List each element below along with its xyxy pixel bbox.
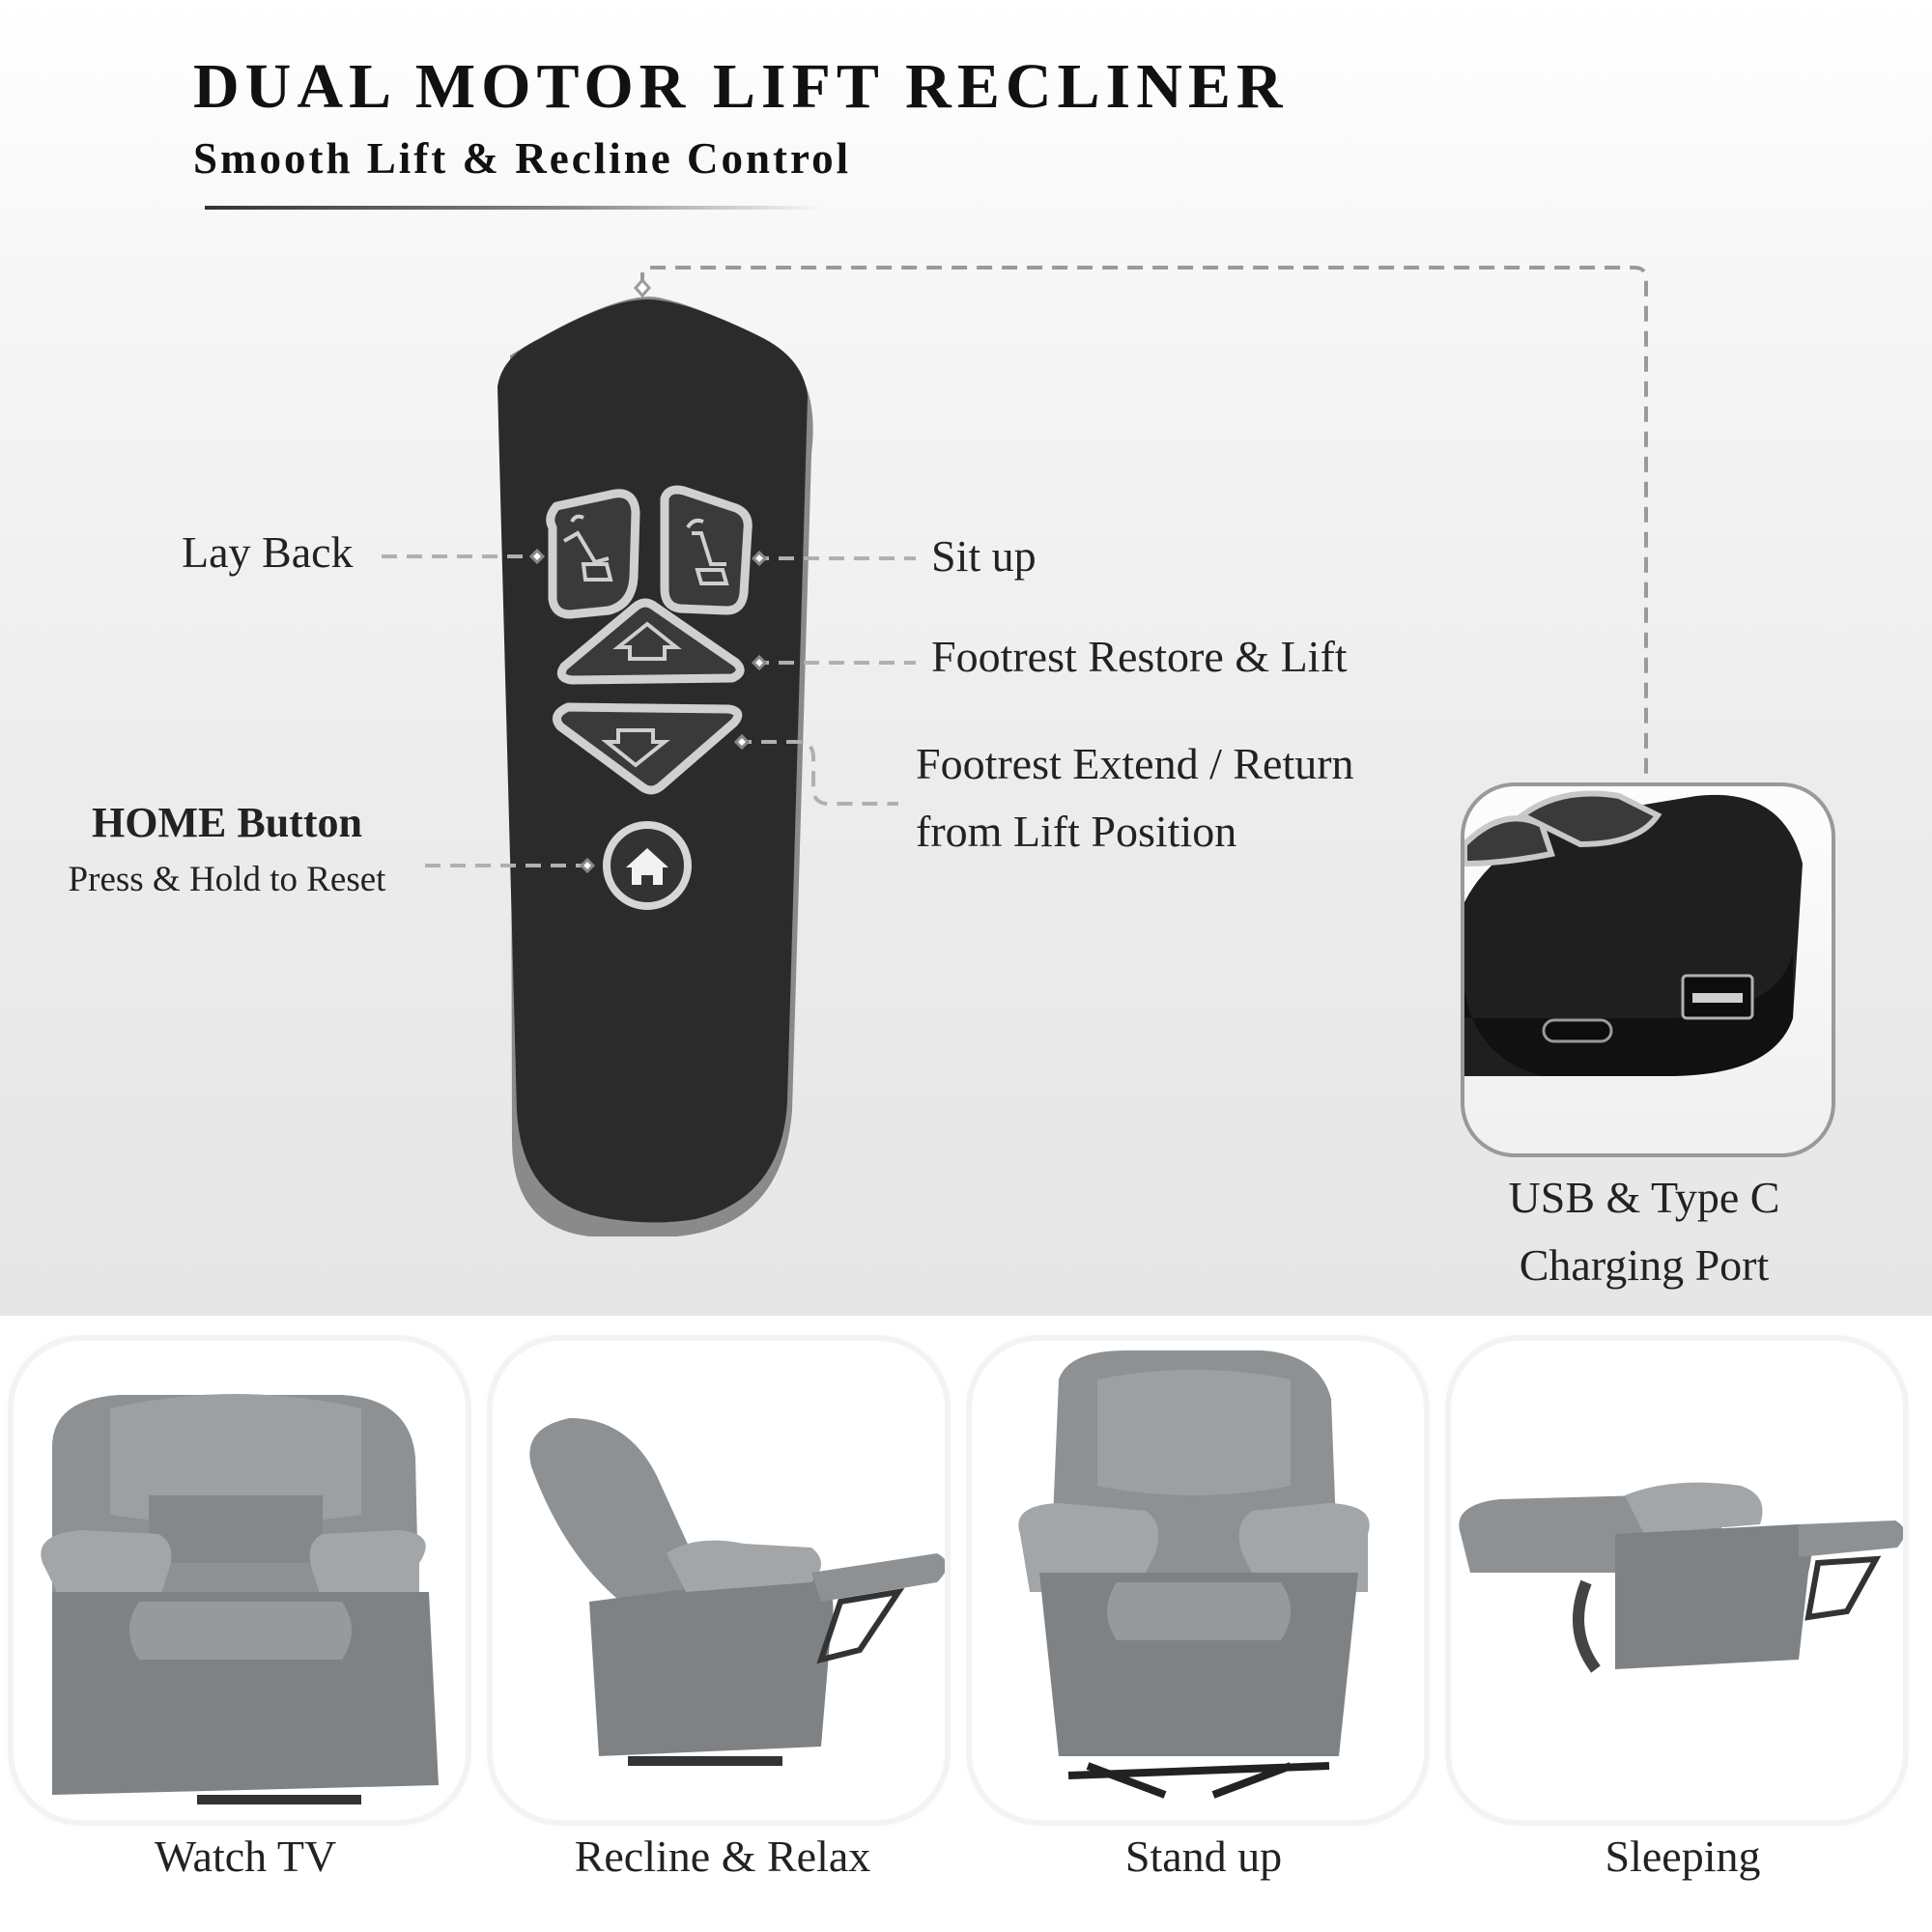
mode-card-sleeping — [1451, 1341, 1903, 1820]
title-divider — [205, 206, 823, 210]
sit-up-button — [660, 485, 753, 615]
mode-card-stand-up — [972, 1341, 1424, 1820]
footrest-extend-line2: from Lift Position — [916, 807, 1237, 856]
usb-c-port — [1542, 1018, 1613, 1043]
charging-caption-line1: USB & Type C — [1508, 1173, 1780, 1222]
usb-connector-line — [640, 266, 1648, 782]
page-subtitle: Smooth Lift & Recline Control — [193, 134, 852, 183]
lay-back-button — [546, 489, 640, 619]
chair-recline-image — [529, 1418, 945, 1766]
mode-caption-stand-up: Stand up — [1124, 1832, 1283, 1881]
mode-card-watch-tv — [14, 1341, 466, 1820]
sit-up-label: Sit up — [931, 531, 1037, 581]
chair-upright-image — [41, 1394, 439, 1804]
charging-port-caption: USB & Type C Charging Port — [1449, 1164, 1839, 1299]
footrest-extend-leader — [736, 740, 898, 806]
footrest-lift-button — [556, 598, 745, 685]
mode-caption-recline: Recline & Relax — [574, 1832, 871, 1881]
page-title: DUAL MOTOR LIFT RECLINER — [193, 51, 1289, 122]
sit-up-icon — [686, 518, 729, 585]
home-icon — [626, 848, 668, 885]
footrest-extend-label: Footrest Extend / Return from Lift Posit… — [916, 730, 1354, 866]
recline-back-icon — [563, 514, 613, 582]
home-button-subtitle: Press & Hold to Reset — [68, 859, 386, 899]
arrow-up-icon — [612, 621, 682, 661]
chair-lift-image — [1018, 1350, 1370, 1799]
charging-port-closeup — [1461, 782, 1835, 1157]
remote-illustration — [382, 266, 1648, 1236]
arrow-down-icon — [601, 728, 670, 768]
mode-card-recline — [493, 1341, 945, 1820]
footrest-extend-line1: Footrest Extend / Return — [916, 739, 1354, 788]
home-button — [603, 821, 692, 910]
lay-back-label: Lay Back — [182, 527, 354, 577]
chair-flat-image — [1459, 1482, 1903, 1673]
mode-caption-watch-tv: Watch TV — [154, 1832, 337, 1881]
footrest-restore-label: Footrest Restore & Lift — [931, 632, 1348, 681]
charging-caption-line2: Charging Port — [1519, 1240, 1770, 1290]
home-button-label: HOME Button Press & Hold to Reset — [39, 798, 415, 901]
footrest-extend-button — [552, 702, 743, 795]
home-button-title: HOME Button — [92, 799, 362, 846]
mode-caption-sleeping: Sleeping — [1605, 1832, 1761, 1881]
